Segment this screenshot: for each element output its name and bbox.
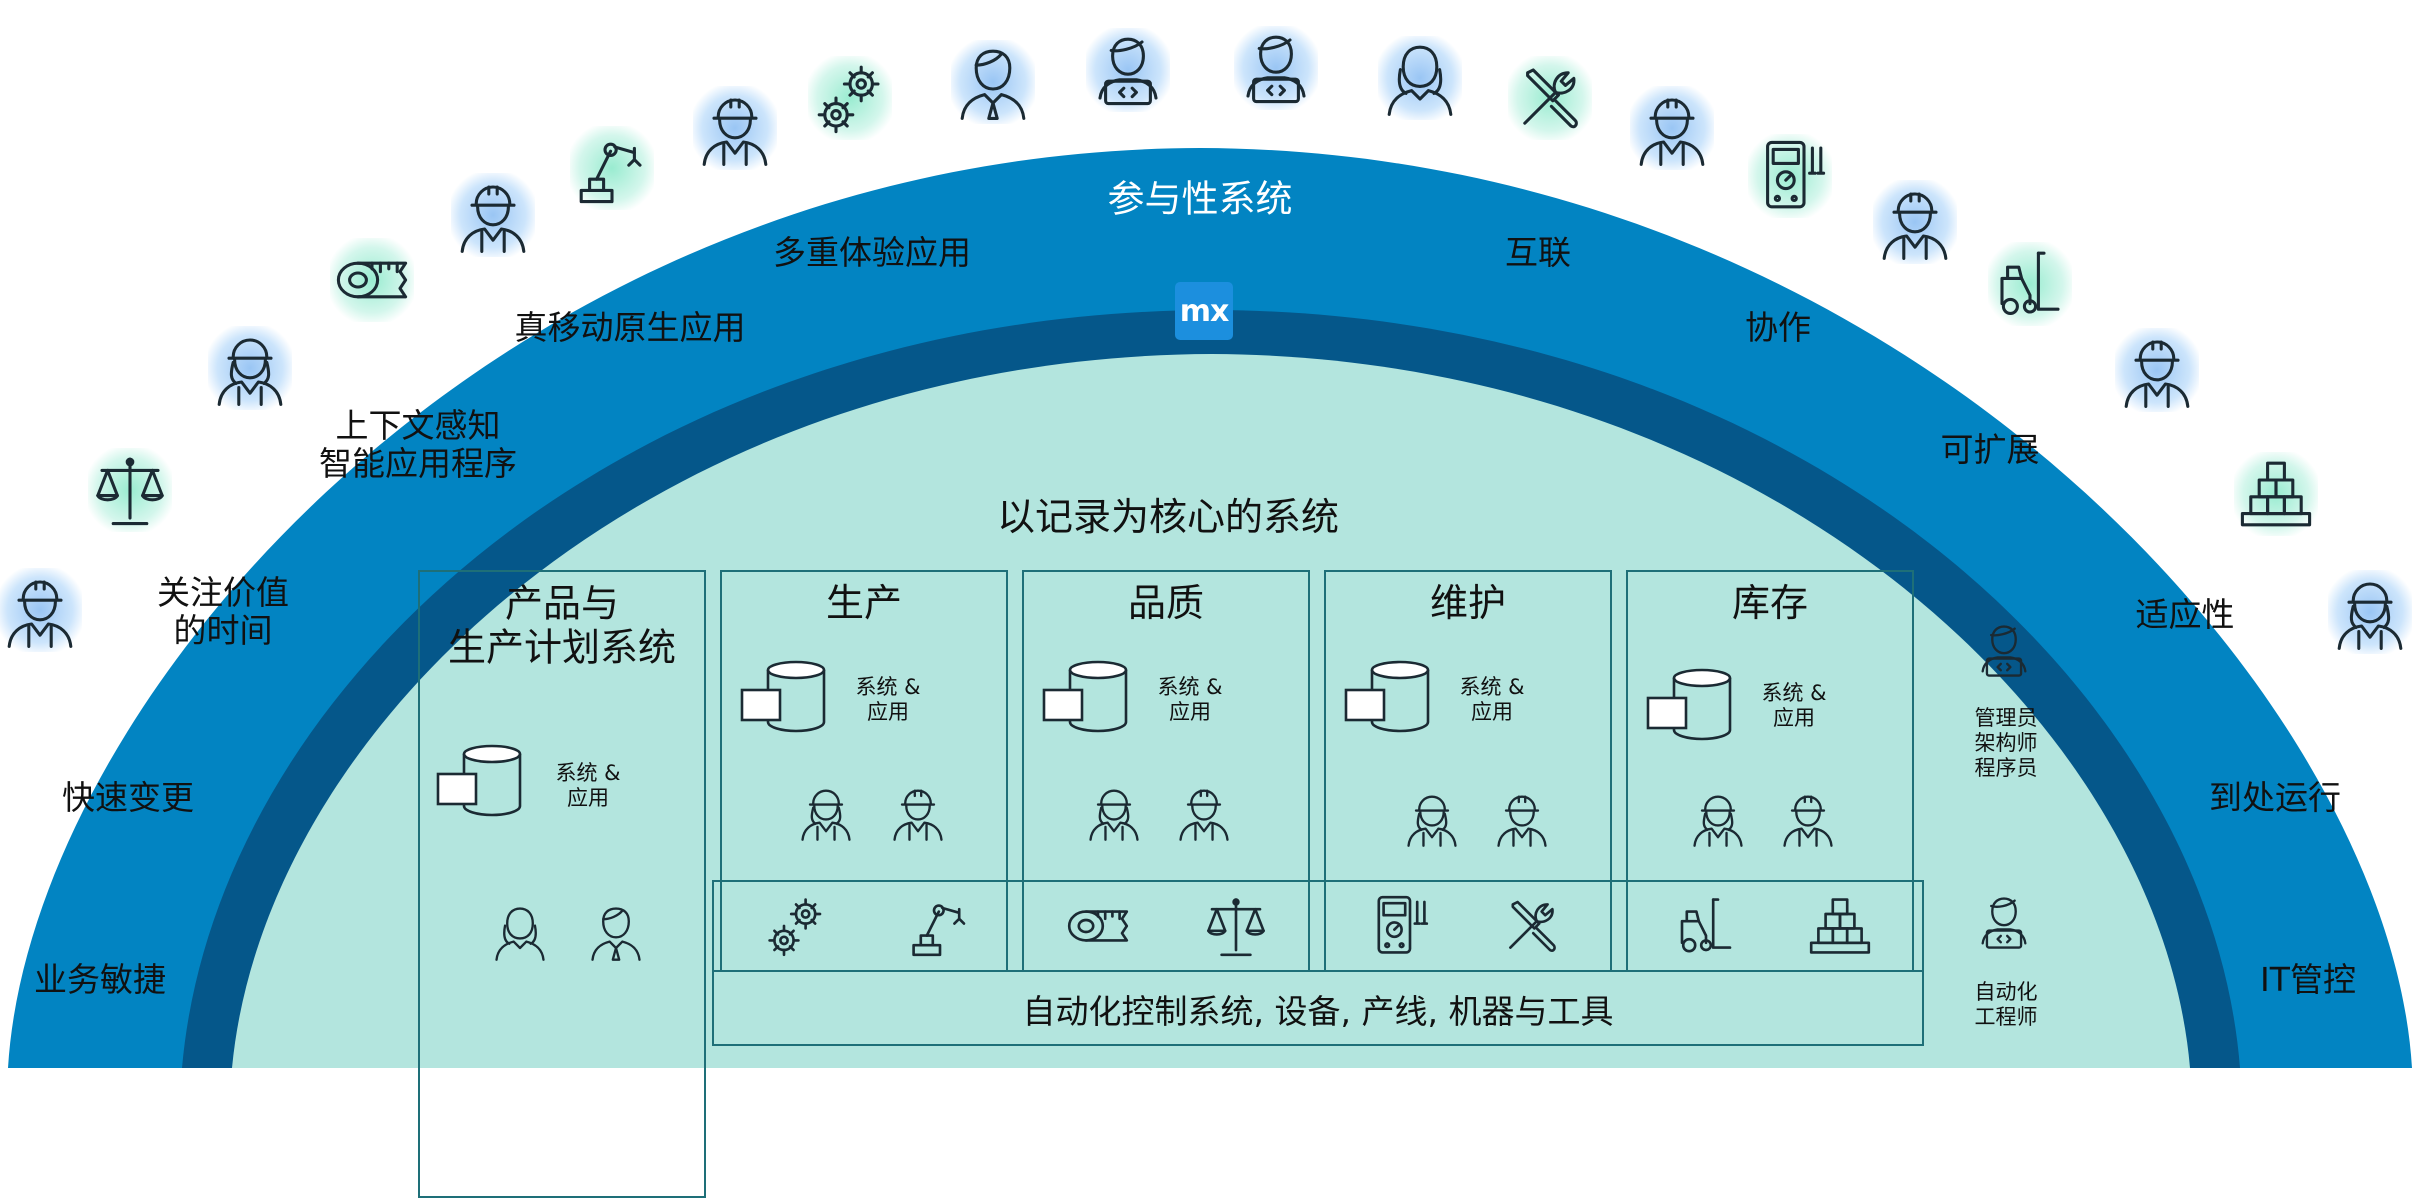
tools-icon: [1496, 890, 1568, 962]
outer-left-label-2: 关注价值的时间: [157, 573, 289, 650]
forklift-icon: [1988, 242, 2072, 326]
developer-icon: [1972, 618, 2036, 682]
worker-icon: [693, 86, 777, 170]
database-app-icon: [736, 658, 836, 738]
outer-right-label-1: 协作: [1745, 308, 1811, 348]
engineer-icon: [1972, 890, 2036, 954]
database-app-icon: [1642, 666, 1742, 746]
system-app-label-2: 系统 &应用: [1157, 674, 1223, 724]
database-app-icon: [432, 742, 532, 822]
automation-box: [712, 880, 1924, 1046]
businesswoman-icon: [488, 900, 552, 964]
tape-measure-icon: [330, 238, 414, 322]
worker-female-icon: [1686, 786, 1750, 850]
robot-arm-icon: [904, 890, 976, 962]
role-label-1: 自动化工程师: [1974, 979, 2038, 1029]
worker-icon: [1630, 86, 1714, 170]
system-app-label-0: 系统 &应用: [555, 760, 621, 810]
multimeter-icon: [1362, 890, 1434, 962]
tape-measure-icon: [1062, 890, 1134, 962]
scale-icon: [88, 448, 172, 532]
worker-icon: [886, 780, 950, 844]
worker-female-icon: [1400, 786, 1464, 850]
worker-female-icon: [794, 780, 858, 844]
businessman-icon: [584, 900, 648, 964]
outer-right-label-0: 互联: [1505, 233, 1571, 273]
database-app-icon: [1038, 658, 1138, 738]
automation-divider: [1308, 880, 1310, 972]
worker-icon: [2115, 328, 2199, 412]
worker-icon: [1873, 180, 1957, 264]
outer-left-label-5: 多重体验应用: [773, 233, 971, 273]
outer-left-label-3: 上下文感知智能应用程序: [319, 406, 517, 483]
system-box-0: [418, 570, 706, 1198]
engagement-diagram: mx 参与性系统业务敏捷 快速变更 关注价值的时间 上下文感知智能应用程序 真移动原生应…: [0, 26, 2412, 1198]
mendix-logo: mx: [1175, 282, 1233, 340]
developer-icon: [1234, 26, 1318, 110]
engagement-system-title: 参与性系统: [1107, 177, 1293, 221]
outer-left-label-1: 快速变更: [62, 778, 194, 818]
developer-icon: [1086, 28, 1170, 112]
robot-arm-icon: [570, 126, 654, 210]
worker-icon: [0, 568, 82, 652]
role-label-0: 管理员架构师程序员: [1974, 706, 2038, 781]
automation-divider: [1610, 880, 1612, 972]
outer-right-label-5: IT管控: [2260, 960, 2356, 1000]
system-box-title-0: 产品与生产计划系统: [447, 581, 677, 669]
multimeter-icon: [1748, 134, 1832, 218]
system-box-title-2: 品质: [1127, 581, 1205, 626]
automation-divider: [1006, 880, 1008, 972]
outer-left-label-0: 业务敏捷: [34, 960, 166, 1000]
record-system-title: 以记录为核心的系统: [996, 495, 1340, 540]
outer-left-label-4: 真移动原生应用: [514, 308, 746, 348]
system-box-title-1: 生产: [825, 581, 903, 626]
worker-icon: [1172, 780, 1236, 844]
automation-label: 自动化控制系统, 设备, 产线, 机器与工具: [1022, 992, 1614, 1032]
gears-icon: [808, 56, 892, 140]
boxes-icon: [1804, 890, 1876, 962]
forklift-icon: [1670, 890, 1742, 962]
system-box-title-4: 库存: [1731, 581, 1809, 626]
scale-icon: [1200, 890, 1272, 962]
system-app-label-1: 系统 &应用: [855, 674, 921, 724]
worker-female-icon: [2328, 570, 2412, 654]
automation-divider: [712, 970, 1924, 972]
gears-icon: [760, 890, 832, 962]
outer-right-label-3: 适应性: [2135, 595, 2235, 635]
businessman-icon: [951, 40, 1035, 124]
businesswoman-icon: [1378, 36, 1462, 120]
tools-icon: [1508, 56, 1592, 140]
system-app-label-3: 系统 &应用: [1459, 674, 1525, 724]
worker-female-icon: [1082, 780, 1146, 844]
worker-icon: [451, 173, 535, 257]
system-box-title-3: 维护: [1429, 581, 1507, 626]
worker-female-icon: [208, 326, 292, 410]
worker-icon: [1490, 786, 1554, 850]
worker-icon: [1776, 786, 1840, 850]
outer-right-label-4: 到处运行: [2209, 778, 2341, 818]
system-app-label-4: 系统 &应用: [1761, 680, 1827, 730]
outer-right-label-2: 可扩展: [1940, 430, 2040, 470]
database-app-icon: [1340, 658, 1440, 738]
boxes-icon: [2234, 452, 2318, 536]
